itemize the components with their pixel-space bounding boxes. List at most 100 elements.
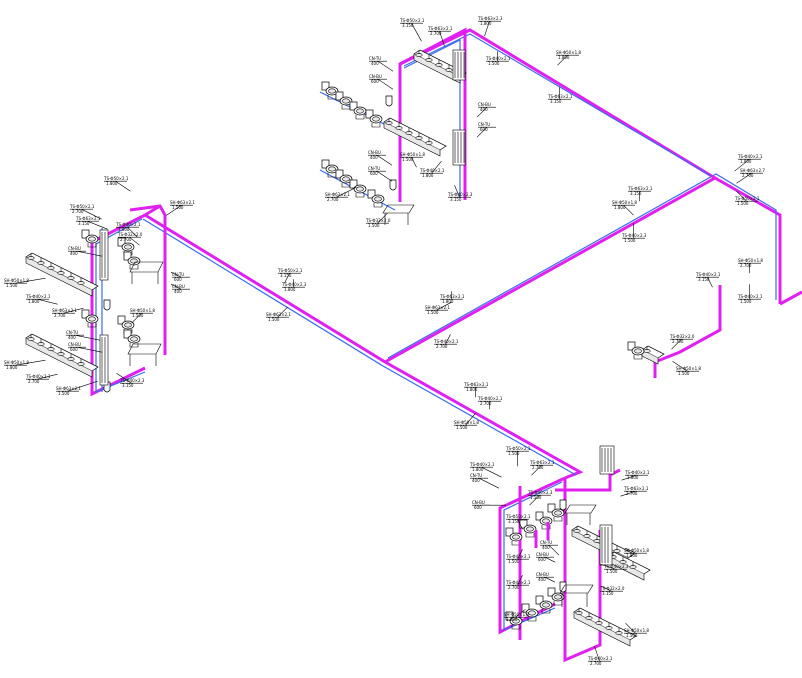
louver-grilles [99,49,615,566]
pipe-callout: TS-Φ40×2.11.500 [737,284,763,304]
urinal-fixture-icon [385,95,393,107]
callout-pipe-tag: TS-Φ40×2.1 [419,168,445,173]
callout-pipe-tag: CN-BU [368,150,381,155]
callout-elevation: 2.700 [508,585,520,590]
toilet-fixture-icon [547,587,565,606]
callout-elevation: 1.500 [368,223,380,228]
callout-elevation: 400 [371,61,379,66]
callout-pipe-tag: CN-TU [66,330,78,335]
callout-elevation: 3.150 [280,273,292,278]
pipe-callout: SH-Φ50×1.81.500 [672,360,701,376]
callout-pipe-tag: CN-BU [172,284,185,289]
callout-elevation: 600 [474,505,482,510]
pipe-callout: TS-Φ40×2.12.700 [433,334,459,349]
pipe-callout: TS-Φ40×2.33.150 [116,372,145,388]
callout-elevation: 1.500 [626,633,638,638]
callout-elevation: 1.800 [506,617,518,622]
callout-pipe-tag: TS-Φ40×2.3 [119,378,145,383]
callout-elevation: 1.800 [422,173,434,178]
callout-pipe-tag: SH-Φ63×2.1 [52,308,77,313]
callout-elevation: 1.500 [624,238,636,243]
callout-pipe-tag: TS-Φ40×2.1 [737,154,763,159]
callout-elevation: 2.700 [672,339,684,344]
callout-pipe-tag: TS-Φ40×2.3 [621,233,647,238]
callout-pipe-tag: CN-TU [368,166,380,171]
toilet-fixture-icon [335,91,353,110]
toilet-fixture-icon [521,603,539,622]
toilet-fixture-icon [81,229,99,248]
toilet-fixture-icon [321,81,339,100]
washbasin-fixture-icon [641,345,665,365]
callout-pipe-tag: SH-Φ63×2.1 [56,386,81,391]
callout-pipe-tag: CN-TU [478,122,490,127]
callout-pipe-tag: SH-Φ50×1.8 [624,628,649,633]
callout-pipe-tag: SH-Φ63×2.1 [266,312,291,317]
toilet-fixture-icon [535,511,553,530]
east-branch-supply [653,285,722,378]
louver-grille-icon [99,229,109,281]
callout-pipe-tag: TS-Φ50×2.1 [734,196,760,201]
callout-pipe-tag: TS-Φ50×2.1 [505,446,531,451]
pipe-callout: TS-Φ50×2.13.150 [277,268,303,284]
pipe-callout: TS-Φ40×2.31.500 [527,490,553,506]
callout-elevation: 3.150 [508,519,520,524]
pipe-callout: TS-Φ40×2.11.800 [621,470,650,481]
callout-elevation: 1.500 [606,569,618,574]
callout-pipe-tag: SH-Φ63×2.1 [325,192,350,197]
toilet-fixture-icon [547,503,565,522]
pipe-callout: TS-Φ50×2.13.150 [505,514,531,530]
pipe-callout: TS-Φ50×2.12.700 [69,204,102,220]
callout-pipe-tag: SH-Φ50×1.8 [504,612,529,617]
east-stub-supply [779,290,802,306]
callout-elevation: 1.800 [118,227,130,232]
louver-grille-icon [99,334,109,386]
pipe-callout: SH-Φ50×1.81.800 [4,359,46,370]
callout-pipe-tag: TS-Φ63×2.1 [623,486,649,491]
toilet-fixture-icon [117,237,135,256]
toilet-fixture-icon [349,101,367,120]
callout-pipe-tag: TS-Φ32×2.0 [599,586,625,591]
callout-elevation: 1.500 [678,371,690,376]
toilet-fixture-icon [81,309,99,328]
callout-elevation: 1.800 [558,55,570,60]
callout-elevation: 1.800 [284,287,296,292]
toilet-fixture-icon [505,527,523,546]
callout-elevation: 1.500 [132,313,144,318]
pipe-callout: TS-Φ32×2.02.700 [669,334,695,350]
callout-pipe-tag: CN-BU [536,552,549,557]
washbasin-fixture-icon [573,607,637,647]
callout-elevation: 600 [371,79,379,84]
callout-elevation: 1.500 [740,299,752,304]
callout-elevation: 2.700 [436,344,448,349]
louver-grille-icon [452,129,466,166]
callout-elevation: 1.500 [737,201,749,206]
pipe-callout: TS-Φ40×2.31.500 [621,223,647,243]
callout-elevation: 2.700 [54,313,66,318]
callout-pipe-tag: SH-Φ50×1.8 [130,308,155,313]
callout-elevation: 400 [174,289,182,294]
callout-pipe-tag: SH-Φ50×1.8 [624,548,649,553]
callout-elevation: 1.800 [626,553,638,558]
callout-pipe-tag: TS-Φ40×2.3 [447,192,473,197]
bench-frames [127,204,597,607]
louver-grille-icon [599,524,613,566]
callout-elevation: 1.800 [480,21,492,26]
pipe-callout: TS-Φ63×2.12.700 [529,460,555,476]
callout-pipe-tag: TS-Φ40×2.1 [115,222,141,227]
callout-pipe-tag: TS-Φ40×2.3 [281,282,307,287]
callout-pipe-tag: SH-Φ63×2.7 [740,168,765,173]
toilet-fixture-icon [123,329,141,348]
urinal-fixture-icon [559,581,567,593]
callout-elevation: 400 [70,251,78,256]
callout-pipe-tag: SH-Φ50×1.8 [4,278,29,283]
callout-pipe-tag: TS-Φ63×2.1 [427,26,453,31]
pipe-callout: SH-Φ50×1.81.500 [130,308,155,324]
callout-pipe-tag: CN-TU [172,272,184,277]
toilet-fixture-icon [367,189,385,208]
pipe-callout: SH-Φ50×1.82.700 [738,258,763,274]
callout-pipe-tag: TS-Φ40×2.1 [25,294,51,299]
callout-pipe-tag: CN-TU [369,56,381,61]
